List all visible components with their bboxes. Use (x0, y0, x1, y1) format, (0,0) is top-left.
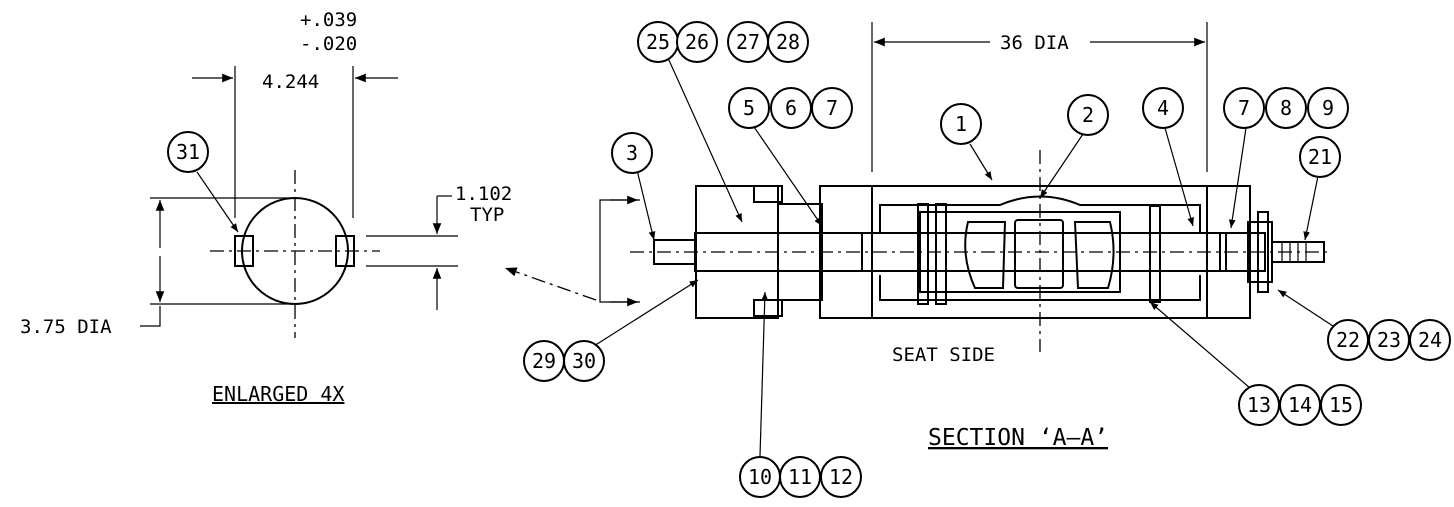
svg-text:23: 23 (1377, 328, 1401, 352)
section-view: 36 DIA (630, 22, 1330, 451)
callout-23: 23 (1368, 319, 1410, 361)
svg-text:21: 21 (1308, 145, 1332, 169)
svg-text:7: 7 (1238, 96, 1250, 120)
callout-4: 4 (1142, 87, 1184, 129)
callout-22: 22 (1327, 319, 1369, 361)
callout-14: 14 (1279, 384, 1321, 426)
svg-text:3: 3 (626, 141, 638, 165)
svg-text:28: 28 (776, 30, 800, 54)
callout-11: 11 (779, 456, 821, 498)
svg-text:31: 31 (176, 140, 200, 164)
svg-text:27: 27 (736, 30, 760, 54)
callout-21: 21 (1299, 136, 1341, 178)
key-dimension: 1.102 (455, 183, 512, 205)
valve-disc (919, 211, 1121, 293)
callout-26: 26 (676, 21, 718, 63)
width-dimension: 4.244 (262, 71, 319, 93)
svg-text:9: 9 (1322, 96, 1334, 120)
svg-text:1: 1 (955, 112, 967, 136)
svg-text:22: 22 (1336, 328, 1360, 352)
callout-2: 2 (1067, 94, 1109, 136)
callout-10: 10 (739, 456, 781, 498)
svg-text:24: 24 (1418, 328, 1442, 352)
callout-7-upper: 7 (811, 87, 853, 129)
callout-8: 8 (1265, 87, 1307, 129)
svg-text:6: 6 (785, 96, 797, 120)
svg-text:8: 8 (1280, 96, 1292, 120)
callout-3: 3 (611, 132, 653, 174)
callout-27: 27 (727, 21, 769, 63)
svg-text:11: 11 (788, 465, 812, 489)
tolerance-minus: -.020 (300, 33, 357, 55)
svg-text:14: 14 (1288, 393, 1312, 417)
key-left (234, 235, 254, 267)
caption-section: SECTION ‘A–A’ (928, 425, 1108, 451)
tolerance-plus: +.039 (300, 9, 357, 31)
svg-text:2: 2 (1082, 103, 1094, 127)
callout-bubbles: 25 26 27 28 5 6 7 1 2 3 4 7 8 9 21 22 23… (523, 21, 1451, 498)
callout-5: 5 (728, 87, 770, 129)
callout-12: 12 (820, 456, 862, 498)
callout-9: 9 (1307, 87, 1349, 129)
callout-6: 6 (770, 87, 812, 129)
diameter-label: 3.75 DIA (20, 316, 112, 338)
callout-15: 15 (1320, 384, 1362, 426)
callout-25: 25 (637, 21, 679, 63)
svg-text:30: 30 (572, 349, 596, 373)
svg-text:10: 10 (748, 465, 772, 489)
callout-30: 30 (563, 340, 605, 382)
svg-text:7: 7 (826, 96, 838, 120)
svg-text:12: 12 (829, 465, 853, 489)
svg-text:4: 4 (1157, 96, 1169, 120)
svg-text:5: 5 (743, 96, 755, 120)
callout-1: 1 (940, 103, 982, 145)
dia-dimension: 36 DIA (1000, 32, 1069, 54)
callout-7-right: 7 (1223, 87, 1265, 129)
caption-enlarged: ENLARGED 4X (212, 382, 344, 406)
leader-lines (593, 57, 1337, 457)
svg-text:15: 15 (1329, 393, 1353, 417)
callout-31: 31 (167, 131, 209, 173)
callout-29: 29 (523, 340, 565, 382)
svg-text:13: 13 (1247, 393, 1271, 417)
svg-text:25: 25 (646, 30, 670, 54)
svg-text:29: 29 (532, 349, 556, 373)
callout-24: 24 (1409, 319, 1451, 361)
section-arrow-line (504, 267, 597, 301)
callout-13: 13 (1238, 384, 1280, 426)
seat-side-label: SEAT SIDE (892, 344, 995, 366)
enlarged-detail: +.039 -.020 4.244 3.75 DIA 1.102 TYP (20, 9, 512, 406)
svg-text:26: 26 (685, 30, 709, 54)
key-dimension-note: TYP (470, 204, 504, 226)
key-right (335, 235, 355, 267)
callout-28: 28 (767, 21, 809, 63)
